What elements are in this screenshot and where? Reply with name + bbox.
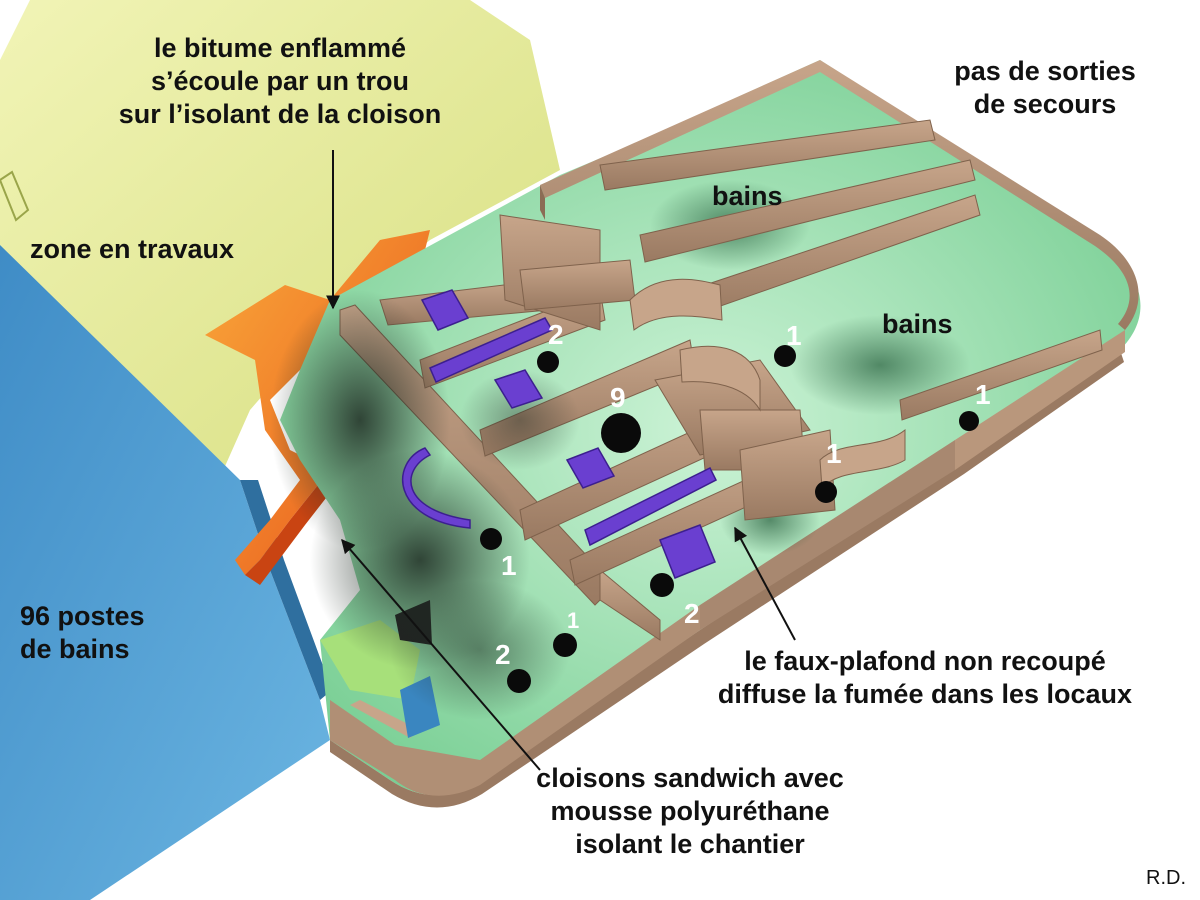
- victim-count: 1: [826, 438, 842, 469]
- label-faux-plafond-line2: diffuse la fumée dans les locaux: [717, 678, 1133, 709]
- victim-count: 1: [975, 379, 991, 410]
- label-faux-plafond: le faux-plafond non recoupé diffuse la f…: [665, 645, 1185, 711]
- victim-markers: [480, 345, 979, 693]
- victim-marker: [480, 528, 502, 550]
- label-cloisons-line3: isolant le chantier: [575, 828, 805, 859]
- victim-count: 9: [610, 382, 626, 413]
- victim-marker: [507, 669, 531, 693]
- label-zone-travaux: zone en travaux: [30, 234, 235, 264]
- label-cloisons-line1: cloisons sandwich avec: [536, 763, 844, 793]
- curved-partitions: [629, 278, 906, 490]
- label-bitume-line3: sur l’isolant de la cloison: [118, 98, 442, 129]
- label-postes-line1: 96 postes: [20, 601, 145, 631]
- furniture-blocks: [402, 289, 718, 579]
- annotation-arrows: [326, 150, 796, 771]
- credit: R.D.: [1146, 867, 1186, 889]
- victim-marker: [650, 573, 674, 597]
- label-sorties-line1: pas de sorties: [954, 56, 1136, 86]
- victim-marker: [815, 481, 837, 503]
- label-faux-plafond-line1: le faux-plafond non recoupé: [744, 646, 1106, 676]
- label-sorties-line2: de secours: [973, 88, 1117, 119]
- label-sorties: pas de sorties de secours: [920, 55, 1170, 121]
- victim-marker: [537, 351, 559, 373]
- victim-count: 1: [501, 550, 517, 581]
- label-bitume-line2: s’écoule par un trou: [150, 65, 410, 96]
- label-postes-line2: de bains: [20, 633, 130, 664]
- label-bains-right: bains: [882, 309, 953, 339]
- victim-count: 1: [786, 320, 802, 351]
- victim-count: 2: [495, 639, 511, 670]
- victim-count: 2: [684, 598, 700, 629]
- label-cloisons: cloisons sandwich avec mousse polyurétha…: [480, 762, 900, 861]
- victim-marker: [959, 411, 979, 431]
- label-cloisons-line2: mousse polyuréthane: [550, 795, 830, 826]
- arrow-cloisons: [341, 538, 541, 771]
- label-bitume: le bitume enflammé s’écoule par un trou …: [85, 32, 475, 131]
- label-bains-top: bains: [712, 181, 783, 211]
- victim-marker: [553, 633, 577, 657]
- victim-marker: [774, 345, 796, 367]
- victim-count: 1: [567, 608, 580, 633]
- label-bitume-line1: le bitume enflammé: [153, 33, 407, 63]
- victim-count: 2: [548, 319, 564, 350]
- victim-marker: [601, 413, 641, 453]
- label-postes-de-bains: 96 postes de bains: [20, 600, 145, 666]
- arrow-faux-plafond: [734, 526, 796, 641]
